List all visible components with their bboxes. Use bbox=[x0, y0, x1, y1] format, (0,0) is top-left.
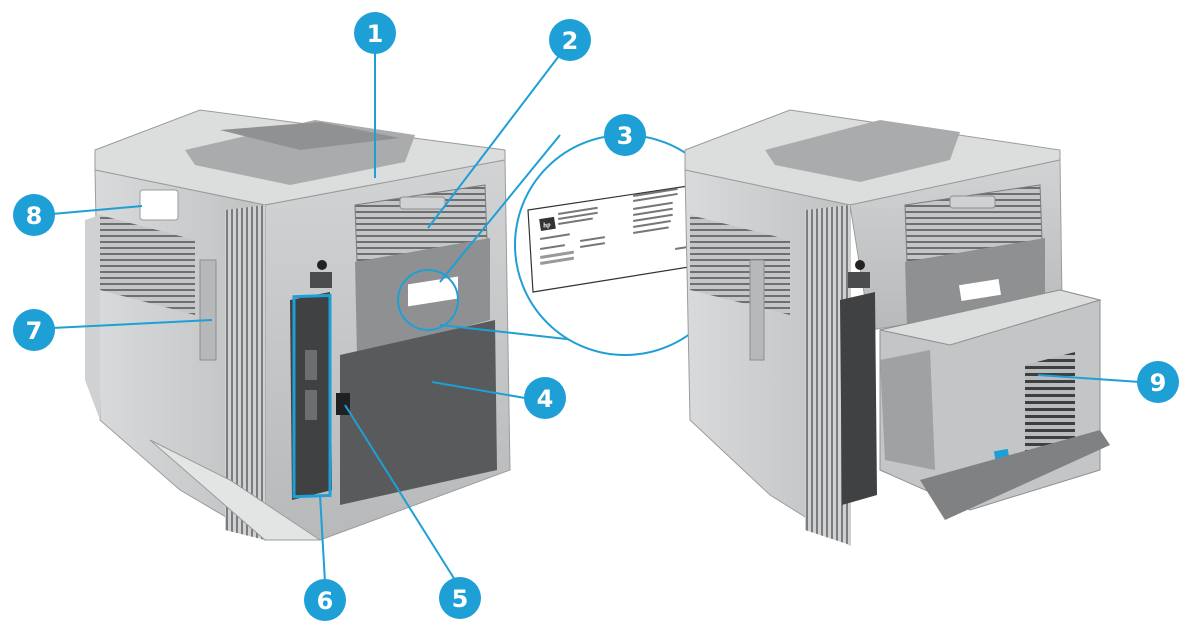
svg-text:6: 6 bbox=[317, 587, 334, 615]
duplex-vents bbox=[1025, 352, 1075, 460]
printer-right bbox=[684, 109, 1110, 546]
leader-line-9 bbox=[1037, 374, 1141, 383]
svg-text:5: 5 bbox=[452, 585, 469, 613]
interface-ports-outline bbox=[292, 293, 332, 499]
left-side-vents bbox=[100, 215, 195, 315]
hp-logo-text: hp bbox=[543, 220, 552, 229]
callout-3: 3 bbox=[604, 114, 646, 156]
callout-1: 1 bbox=[354, 12, 396, 54]
leader-line-7 bbox=[51, 319, 213, 329]
leader-line-6 bbox=[319, 494, 326, 583]
leader-line-5 bbox=[344, 404, 456, 581]
leader-line-8 bbox=[51, 205, 143, 215]
callout-2: 2 bbox=[549, 19, 591, 61]
rating-label-fine-print bbox=[539, 187, 696, 265]
side-door-handle bbox=[199, 259, 217, 361]
leader-line-2 bbox=[427, 47, 566, 229]
svg-text:8: 8 bbox=[26, 202, 43, 230]
callout-4: 4 bbox=[524, 377, 566, 419]
hp-logo bbox=[539, 216, 556, 232]
printer-left bbox=[85, 109, 511, 541]
svg-text:7: 7 bbox=[26, 317, 43, 345]
callout-5: 5 bbox=[439, 577, 481, 619]
callout-7: 7 bbox=[13, 309, 55, 351]
rating-label-source-circle bbox=[397, 269, 459, 331]
svg-text:2: 2 bbox=[562, 27, 579, 55]
leader-lines bbox=[51, 45, 1141, 583]
rating-label-small bbox=[408, 276, 458, 307]
leader-line-4 bbox=[431, 381, 526, 399]
callout-9: 9 bbox=[1137, 361, 1179, 403]
power-connection bbox=[336, 393, 350, 415]
svg-text:4: 4 bbox=[537, 385, 554, 413]
svg-text:1: 1 bbox=[367, 20, 384, 48]
callout-8: 8 bbox=[13, 194, 55, 236]
svg-text:3: 3 bbox=[617, 122, 634, 150]
callout-6: 6 bbox=[304, 579, 346, 621]
svg-text:9: 9 bbox=[1150, 369, 1167, 397]
formatter-cover bbox=[139, 189, 179, 221]
